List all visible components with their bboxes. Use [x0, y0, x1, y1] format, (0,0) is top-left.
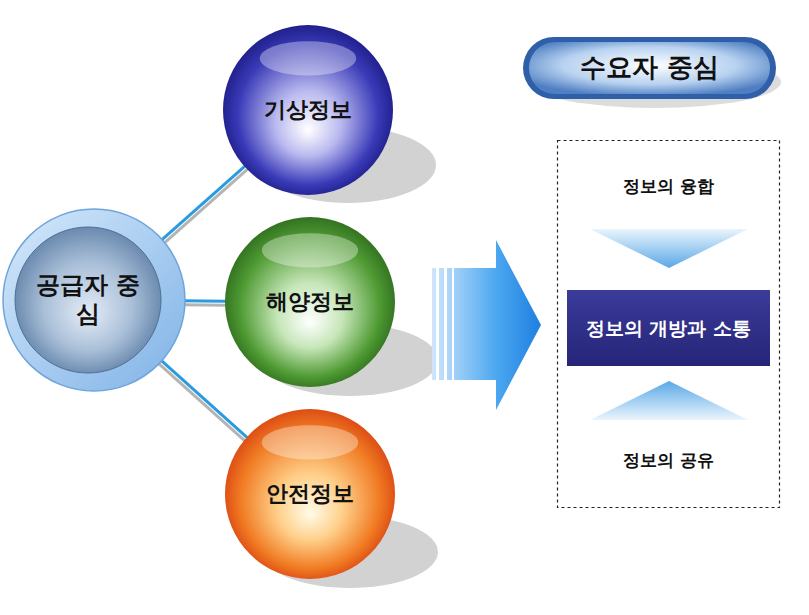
title-pill: 수요자 중심 [522, 36, 777, 100]
node-label: 수요자 중심 [580, 52, 719, 83]
node-label: 정보의 개방과 소통 [580, 317, 757, 340]
node-label: 공급자 중심 [33, 271, 143, 329]
connector-shadow [182, 303, 226, 306]
connector-shadow [157, 362, 245, 441]
step-label: 정보의 융합 [557, 176, 780, 196]
step-label: 정보의 공유 [557, 450, 780, 470]
down-triangle [590, 229, 748, 268]
info-circle: 해양정보 [224, 216, 396, 388]
dashed-panel-node: 정보의 융합정보의 공유 정보의 개방과 소통 [557, 140, 780, 508]
block-arrow [432, 240, 541, 410]
up-triangle [590, 381, 748, 420]
connector-line [159, 359, 247, 438]
process-box: 정보의 개방과 소통 [567, 290, 770, 366]
node-label: 해양정보 [266, 289, 354, 315]
info-circle: 안전정보 [224, 408, 396, 580]
connector-shadow [162, 169, 247, 245]
node-label: 기상정보 [264, 97, 352, 123]
dashed-panel [558, 141, 780, 508]
connector-line [182, 299, 226, 302]
source-circle: 공급자 중심 [2, 208, 186, 392]
node-label: 안전정보 [266, 481, 354, 507]
connector-line [160, 166, 245, 242]
info-circle: 기상정보 [222, 24, 394, 196]
